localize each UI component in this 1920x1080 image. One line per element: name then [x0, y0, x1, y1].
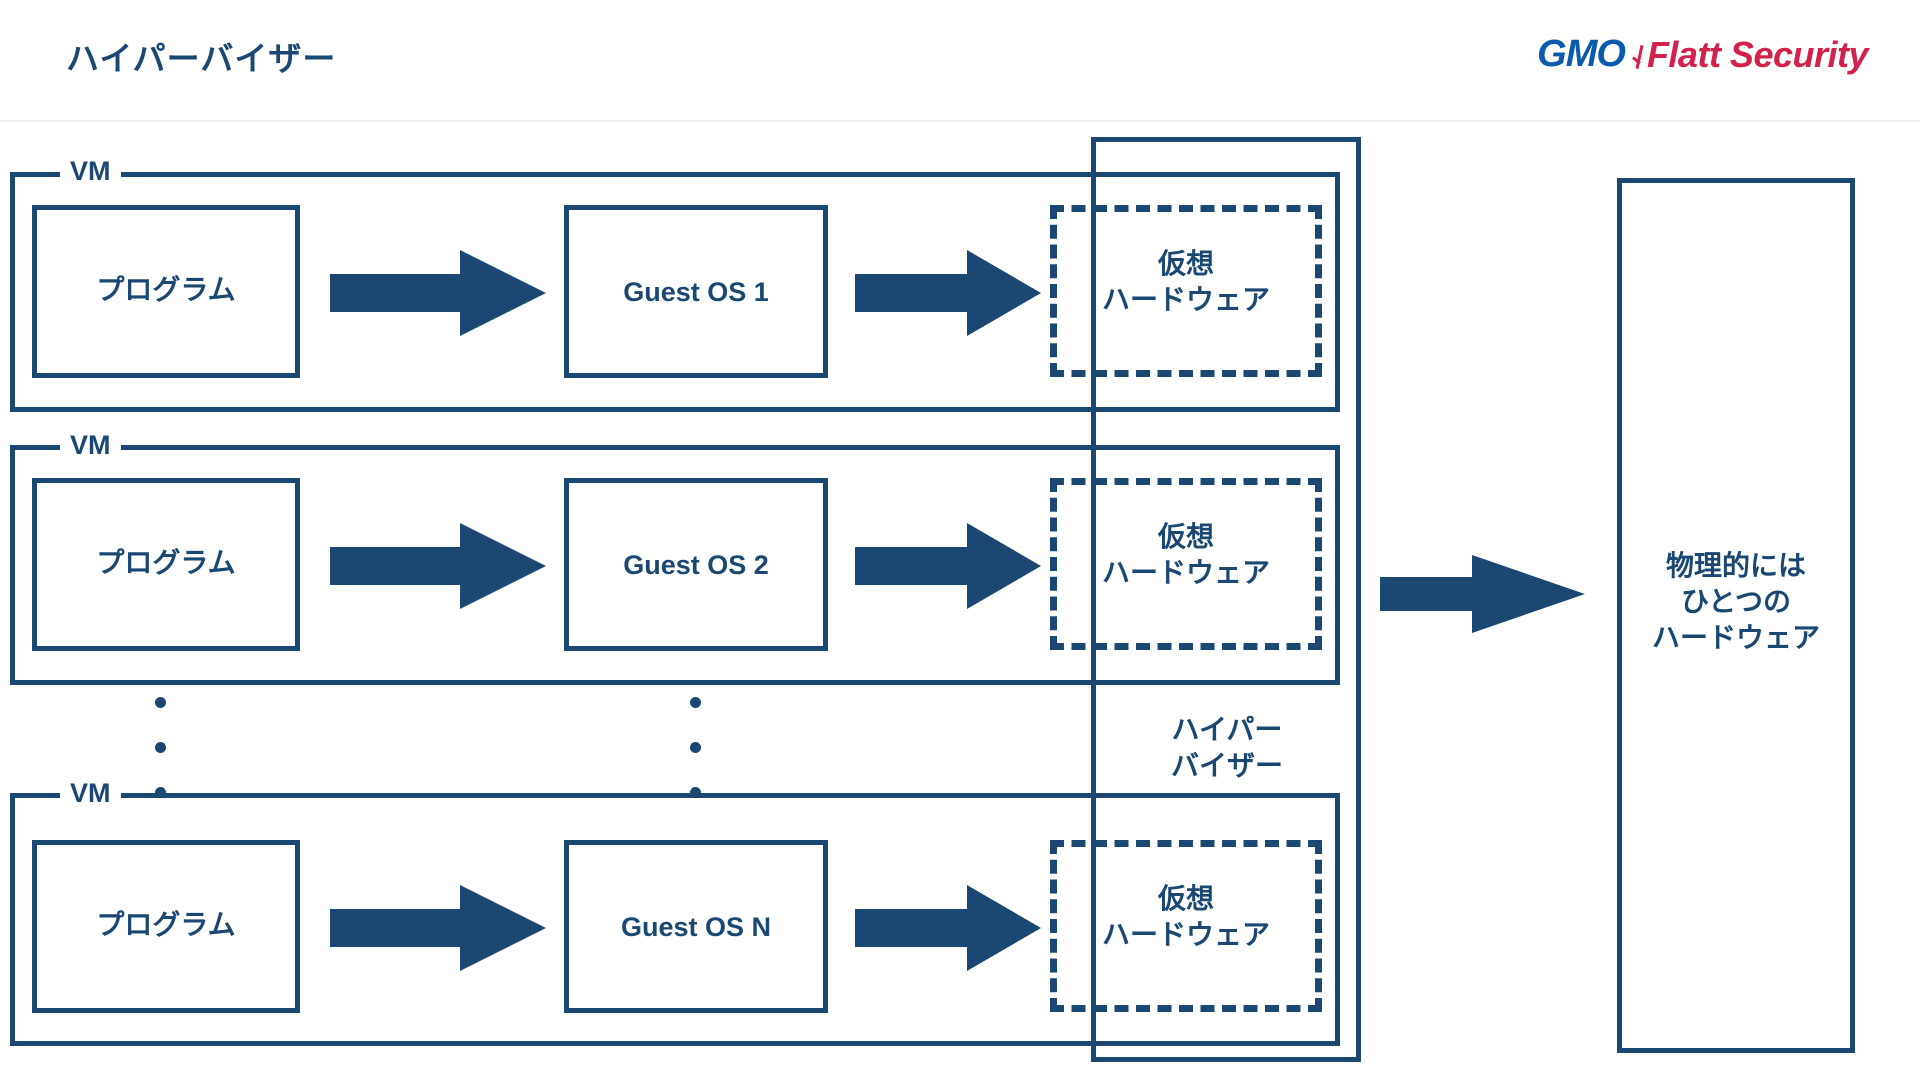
arrow-program-to-guestos-1	[330, 250, 546, 336]
ellipsis-dot	[690, 697, 701, 708]
program-label-3: プログラム	[96, 909, 236, 940]
vm-label-2: VM	[60, 432, 121, 459]
physical-hardware-label: 物理的には ひとつの ハードウェア	[1651, 550, 1820, 653]
ellipsis-dot	[690, 787, 701, 798]
arrow-program-to-guestos-3	[330, 885, 546, 971]
arrow-program-to-guestos-2	[330, 523, 546, 609]
virtual-hardware-label-1: 仮想 ハードウェア	[1101, 248, 1270, 315]
ellipsis-dot	[690, 742, 701, 753]
virtual-hardware-label-2: 仮想 ハードウェア	[1101, 521, 1270, 588]
ellipsis-dot	[155, 787, 166, 798]
arrow-hypervisor-to-physical	[1380, 555, 1585, 633]
guest-os-box-1	[564, 205, 828, 378]
physical-hardware-box	[1617, 178, 1855, 1053]
arrow-guestos-to-vhw-2	[855, 523, 1041, 609]
virtual-hardware-box-2	[1050, 478, 1322, 650]
logo-flatt-security-text: Flatt Security	[1646, 33, 1869, 75]
header-bar: ハイパーバイザー GMO Flatt Security	[0, 0, 1920, 122]
guest-os-label-3: Guest OS N	[620, 912, 772, 942]
guest-os-label-1: Guest OS 1	[623, 277, 769, 307]
program-label-2: プログラム	[96, 547, 236, 578]
ellipsis-dots-right	[690, 697, 701, 832]
logo-gmo-text: GMO	[1537, 33, 1626, 75]
guest-os-box-3	[564, 840, 828, 1013]
vm-label-3: VM	[60, 780, 121, 807]
ellipsis-dot	[155, 697, 166, 708]
page-title: ハイパーバイザー	[66, 40, 337, 77]
program-label-1: プログラム	[96, 274, 236, 305]
virtual-hardware-box-1	[1050, 205, 1322, 377]
vm-label-1: VM	[60, 158, 121, 185]
virtual-hardware-label-3: 仮想 ハードウェア	[1101, 883, 1270, 950]
vm-box-3	[10, 793, 1340, 1046]
hypervisor-box	[1091, 137, 1361, 1062]
arrow-guestos-to-vhw-3	[855, 885, 1041, 971]
virtual-hardware-box-3	[1050, 840, 1322, 1012]
ellipsis-dot	[155, 742, 166, 753]
brand-logo: GMO Flatt Security	[1537, 33, 1868, 76]
hypervisor-label: ハイパー バイザー	[1170, 714, 1283, 781]
arrow-guestos-to-vhw-1	[855, 250, 1041, 336]
vm-box-1	[10, 172, 1340, 412]
guest-os-box-2	[564, 478, 828, 651]
logo-checkmark-icon	[1630, 45, 1646, 71]
program-box-3	[32, 840, 300, 1013]
ellipsis-dots-left	[155, 697, 166, 832]
guest-os-label-2: Guest OS 2	[623, 550, 769, 580]
program-box-2	[32, 478, 300, 651]
vm-box-2	[10, 445, 1340, 685]
program-box-1	[32, 205, 300, 378]
